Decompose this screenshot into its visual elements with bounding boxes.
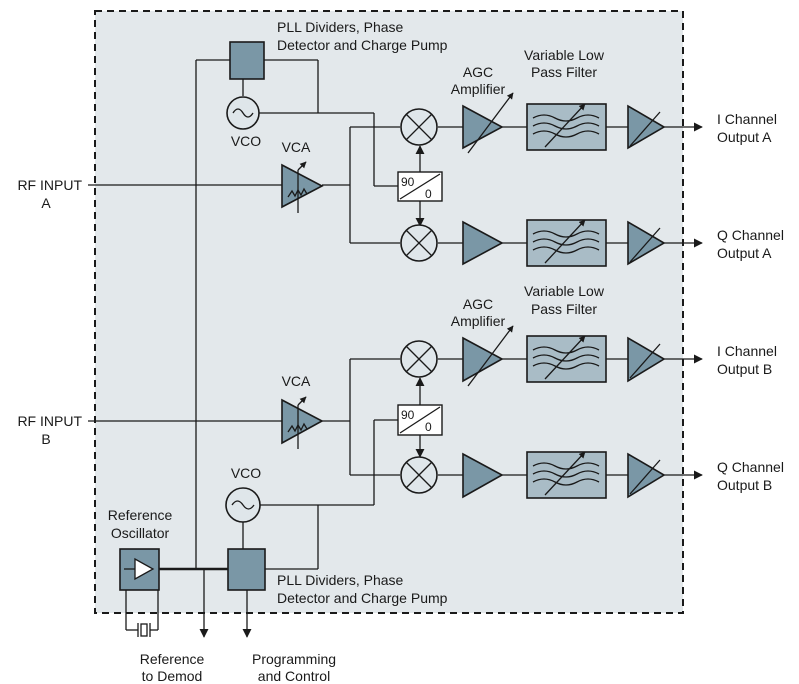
i-output-b-label-1: I Channel — [717, 343, 777, 359]
rf-input-a-label-1: RF INPUT — [17, 177, 82, 193]
vca-a-icon — [281, 161, 324, 213]
vca-a-label: VCA — [282, 139, 311, 155]
signal-wires — [88, 59, 703, 638]
lpf-ia-icon — [526, 103, 607, 151]
out-amp-ib-icon — [627, 336, 666, 383]
lpf-qb-icon — [526, 451, 607, 499]
out-amp-qa-icon — [627, 220, 666, 266]
ref-osc-label-1: Reference — [108, 507, 173, 523]
phase-a-90: 90 — [401, 175, 415, 189]
i-output-b-label-2: Output B — [717, 361, 772, 377]
prog-control-label-2: and Control — [258, 668, 330, 684]
phase-splitter-b — [397, 404, 443, 436]
lpf-top-label-1: Variable Low — [524, 47, 605, 63]
vco-top-icon — [226, 96, 260, 130]
agc-amp-qa-icon — [462, 220, 504, 266]
rf-input-a-label-2: A — [41, 195, 51, 211]
pll-bottom-label-2: Detector and Charge Pump — [277, 590, 448, 606]
pll-block-top — [229, 41, 265, 80]
agc-top-label-1: AGC — [463, 64, 493, 80]
lpf-top-label-2: Pass Filter — [531, 64, 597, 80]
vca-b-label: VCA — [282, 373, 311, 389]
phase-a-0: 0 — [425, 187, 432, 201]
q-output-b-label-2: Output B — [717, 477, 772, 493]
ref-demod-label-1: Reference — [140, 651, 205, 667]
ref-osc-label-2: Oscillator — [111, 525, 170, 541]
q-output-a-label-1: Q Channel — [717, 227, 784, 243]
mixer-ia-icon — [400, 108, 438, 146]
agc-bottom-label-2: Amplifier — [451, 313, 506, 329]
phase-splitter-a — [397, 171, 443, 202]
ref-demod-label-2: to Demod — [142, 668, 203, 684]
vco-bottom-icon — [225, 487, 261, 523]
agc-bottom-label-1: AGC — [463, 296, 493, 312]
phase-b-90: 90 — [401, 408, 415, 422]
prog-control-label-1: Programming — [252, 651, 336, 667]
pll-bottom-label-1: PLL Dividers, Phase — [277, 572, 404, 588]
out-amp-qb-icon — [627, 452, 666, 499]
lpf-qa-icon — [526, 219, 607, 267]
reference-oscillator-icon — [119, 548, 160, 591]
lpf-bottom-label-1: Variable Low — [524, 283, 605, 299]
q-output-a-label-2: Output A — [717, 245, 772, 261]
agc-amp-qb-icon — [462, 452, 504, 499]
pll-top-label-1: PLL Dividers, Phase — [277, 19, 404, 35]
lpf-ib-icon — [526, 335, 607, 383]
phase-b-0: 0 — [425, 420, 432, 434]
q-output-b-label-1: Q Channel — [717, 459, 784, 475]
agc-amp-ia-icon — [462, 92, 514, 154]
mixer-qb-icon — [400, 456, 438, 494]
agc-amp-ib-icon — [462, 325, 514, 387]
pll-block-bottom — [227, 548, 266, 591]
agc-top-label-2: Amplifier — [451, 81, 506, 97]
pll-top-label-2: Detector and Charge Pump — [277, 37, 448, 53]
lpf-bottom-label-2: Pass Filter — [531, 301, 597, 317]
mixer-qa-icon — [400, 224, 438, 262]
vca-b-icon — [281, 396, 324, 449]
i-output-a-label-1: I Channel — [717, 111, 777, 127]
i-output-a-label-2: Output A — [717, 129, 772, 145]
vco-top-label: VCO — [231, 133, 261, 149]
out-amp-ia-icon — [627, 104, 666, 150]
rf-input-b-label-2: B — [41, 431, 50, 447]
vco-bottom-label: VCO — [231, 465, 261, 481]
mixer-ib-icon — [400, 340, 438, 378]
rf-input-b-label-1: RF INPUT — [17, 413, 82, 429]
